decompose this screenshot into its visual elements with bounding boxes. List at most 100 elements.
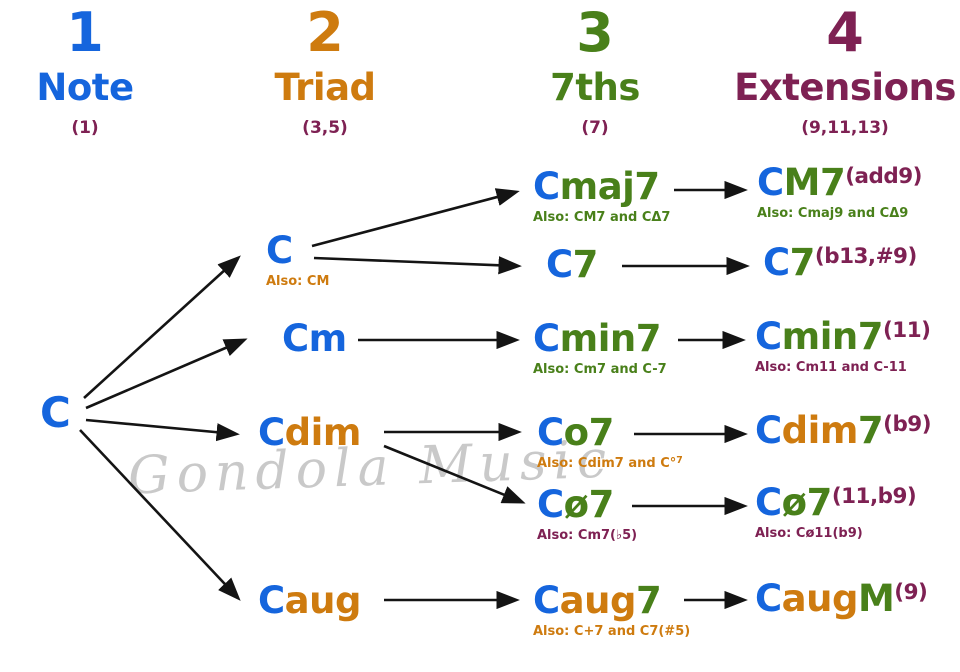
- also-part: Also: Cm7 and C-7: [533, 362, 667, 377]
- chord-label: Cø7: [537, 486, 637, 523]
- also-part: Also: Cmaj9 and CΔ9: [757, 206, 909, 221]
- chord-label: CaugM(9): [755, 577, 928, 620]
- chord-part: C: [533, 579, 560, 622]
- chord-part: M: [857, 577, 895, 620]
- chord-part: C: [258, 579, 285, 622]
- column-label: Extensions: [734, 66, 956, 109]
- chord-node-triad-major: C Also: CM: [266, 232, 329, 289]
- chord-part: aug: [559, 579, 637, 622]
- chord-part: C: [755, 577, 782, 620]
- chord-node-ext-minor: Cmin7(11) Also: Cm11 and C-11: [755, 315, 931, 375]
- chord-label: CM7(add9): [757, 164, 922, 201]
- chord-part: min7: [559, 317, 662, 360]
- column-sub-label: (3,5): [302, 117, 348, 138]
- chord-part: C: [537, 411, 564, 454]
- chord-part-superscript: (11): [882, 318, 931, 344]
- also-part: Also: Cm11 and C-11: [755, 360, 907, 375]
- chord-node-triad-diminished: Cdim: [258, 414, 361, 451]
- alternate-names: Also: CM7 and CΔ7: [533, 210, 670, 225]
- chord-label: Cdim7(b9): [755, 409, 932, 452]
- chord-part: C: [537, 483, 564, 526]
- column-label: Note: [36, 66, 134, 109]
- also-part: Also: CM: [266, 274, 330, 289]
- chord-part: C: [546, 243, 573, 286]
- alternate-names: Also: Cdim7 and C°7: [537, 455, 683, 471]
- alternate-names: Also: CM: [266, 274, 329, 289]
- chord-part-superscript: (9): [894, 580, 928, 606]
- chord-label: Cdim: [258, 414, 361, 451]
- chord-label: Caug: [258, 582, 361, 619]
- chord-part: maj7: [559, 165, 660, 208]
- chord-part: aug: [284, 579, 362, 622]
- chord-part: C: [757, 161, 784, 204]
- chord-part: C: [763, 241, 790, 284]
- column-sub-label: (1): [71, 117, 99, 138]
- chord-part: C: [755, 409, 782, 452]
- chord-part: 7: [857, 409, 884, 452]
- chord-part: C: [533, 317, 560, 360]
- chord-node-triad-augmented: Caug: [258, 582, 361, 619]
- alternate-names: Also: C+7 and C7(#5): [533, 624, 690, 639]
- chord-node-ext-major: CM7(add9) Also: Cmaj9 and CΔ9: [757, 164, 922, 221]
- chord-part: C: [755, 481, 782, 524]
- chord-label: Caug7: [533, 582, 690, 619]
- chord-node-seventh-dominant: C7: [546, 246, 598, 283]
- chord-part: 7: [572, 243, 599, 286]
- chord-part: C: [533, 165, 560, 208]
- chord-part: M7: [783, 161, 846, 204]
- column-sub-label: (9,11,13): [801, 117, 889, 138]
- chord-part: aug: [781, 577, 859, 620]
- chord-node-note-c: C: [40, 392, 71, 434]
- chord-node-ext-augmented: CaugM(9): [755, 577, 928, 620]
- chord-label: Cmin7(11): [755, 315, 931, 358]
- chord-node-ext-diminished: Cdim7(b9): [755, 409, 932, 452]
- column-sub-label: (7): [581, 117, 609, 138]
- chord-part: ø7: [563, 483, 615, 526]
- column-label: 7ths: [550, 66, 640, 109]
- chord-part: 7: [789, 241, 816, 284]
- column-label: Triad: [274, 66, 376, 109]
- chord-part: o7: [563, 411, 615, 454]
- chord-part: ø7: [781, 481, 833, 524]
- chord-part: C: [282, 317, 309, 360]
- chord-part-superscript: (add9): [845, 164, 922, 190]
- also-part-superscript: 7: [676, 455, 683, 467]
- chord-node-ext-dominant: C7(b13,#9): [763, 244, 917, 281]
- alternate-names: Also: Cmaj9 and CΔ9: [757, 206, 922, 221]
- chord-label: C7(b13,#9): [763, 244, 917, 281]
- column-number: 4: [826, 1, 864, 64]
- alternate-names: Also: Cm7 and C-7: [533, 362, 667, 377]
- column-number: 3: [576, 1, 614, 64]
- chord-part: min7: [781, 315, 884, 358]
- column-number: 2: [306, 1, 344, 64]
- chord-label: C: [40, 392, 71, 434]
- also-part: Also: CM7 and CΔ7: [533, 210, 671, 225]
- chord-label: Cmaj7: [533, 168, 670, 205]
- chord-part: dim: [781, 409, 859, 452]
- chord-label: Cø7(11,b9): [755, 481, 917, 524]
- also-part: Also: Cø11(b9): [755, 526, 863, 541]
- chord-part: m: [308, 317, 348, 360]
- chord-part: C: [266, 229, 293, 272]
- also-part: Also: Cdim7 and C°: [537, 456, 677, 471]
- chord-part: C: [258, 411, 285, 454]
- chord-part-superscript: (11,b9): [831, 484, 917, 510]
- column-header-triad: 2 Triad (3,5): [185, 6, 465, 138]
- chord-part: C: [755, 315, 782, 358]
- alternate-names: Also: Cm11 and C-11: [755, 360, 930, 375]
- chord-part-superscript: (b9): [883, 412, 932, 438]
- chord-label: C: [266, 232, 329, 269]
- chord-part: 7: [635, 579, 662, 622]
- alternate-names: Also: Cm7(♭5): [537, 528, 637, 543]
- chord-label: Cmin7: [533, 320, 667, 357]
- column-number: 1: [66, 1, 104, 64]
- chord-part: C: [40, 388, 71, 437]
- chord-node-triad-minor: Cm: [282, 320, 347, 357]
- chord-part: dim: [284, 411, 362, 454]
- column-header-sevenths: 3 7ths (7): [455, 6, 735, 138]
